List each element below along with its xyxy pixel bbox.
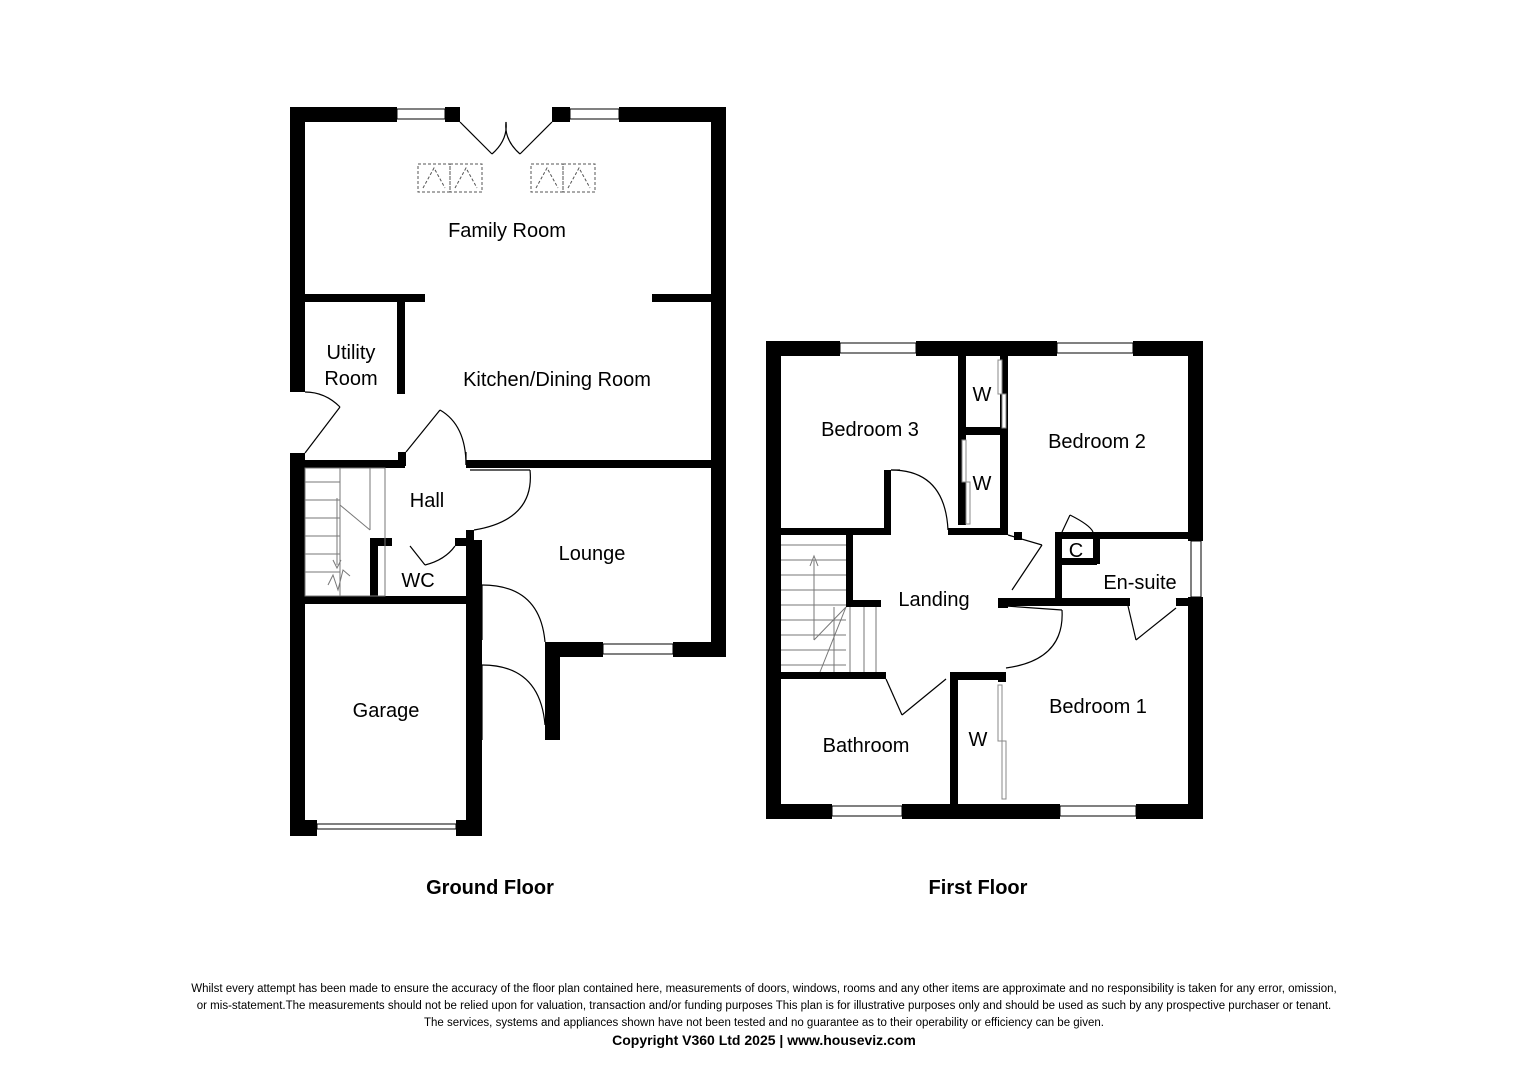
hall-label: Hall	[410, 490, 444, 512]
ground-floor-doors	[304, 121, 553, 740]
bedroom-1-label: Bedroom 1	[1049, 696, 1147, 718]
ground-floor-walls	[290, 107, 726, 836]
kitchen-dining-label: Kitchen/Dining Room	[463, 369, 651, 391]
first-floor-doors	[885, 469, 1177, 716]
first-floor-plan: Bedroom 3 Bedroom 2 Bedroom 1 Landing En…	[766, 341, 1203, 899]
first-floor-title: First Floor	[929, 877, 1028, 899]
first-floor-windows	[831, 342, 1202, 817]
bedroom-2-label: Bedroom 2	[1048, 431, 1146, 453]
wardrobe-label-bedroom1: W	[969, 729, 988, 751]
first-floor-wardrobe-doors	[961, 359, 1007, 800]
disclaimer-line-2: or mis-statement.The measurements should…	[196, 1000, 1332, 1012]
ground-floor-rooflights	[417, 163, 596, 193]
cupboard-label: C	[1069, 540, 1083, 562]
bedroom-3-label: Bedroom 3	[821, 419, 919, 441]
landing-label: Landing	[898, 589, 969, 611]
ground-floor-windows	[316, 108, 674, 830]
utility-room-label-line1: Utility	[327, 342, 376, 364]
garage-label: Garage	[353, 700, 420, 722]
copyright-notice: Copyright V360 Ltd 2025 | www.houseviz.c…	[612, 1032, 916, 1048]
lounge-label: Lounge	[559, 543, 626, 565]
disclaimer-line-1: Whilst every attempt has been made to en…	[191, 983, 1337, 995]
ground-floor-plan: Family Room Kitchen/Dining Room Utility …	[290, 107, 726, 899]
wardrobe-label-bedroom3: W	[973, 473, 992, 495]
first-floor-stairs	[781, 544, 877, 673]
ground-floor-stairs	[304, 467, 386, 597]
ground-floor-title: Ground Floor	[426, 877, 554, 899]
ensuite-label: En-suite	[1103, 572, 1176, 594]
wc-label: WC	[401, 570, 434, 592]
bathroom-label: Bathroom	[823, 735, 910, 757]
disclaimer-line-3: The services, systems and appliances sho…	[424, 1017, 1104, 1029]
utility-room-label-line2: Room	[324, 368, 377, 390]
wardrobe-label-bedroom2: W	[973, 384, 992, 406]
family-room-label: Family Room	[448, 220, 566, 242]
